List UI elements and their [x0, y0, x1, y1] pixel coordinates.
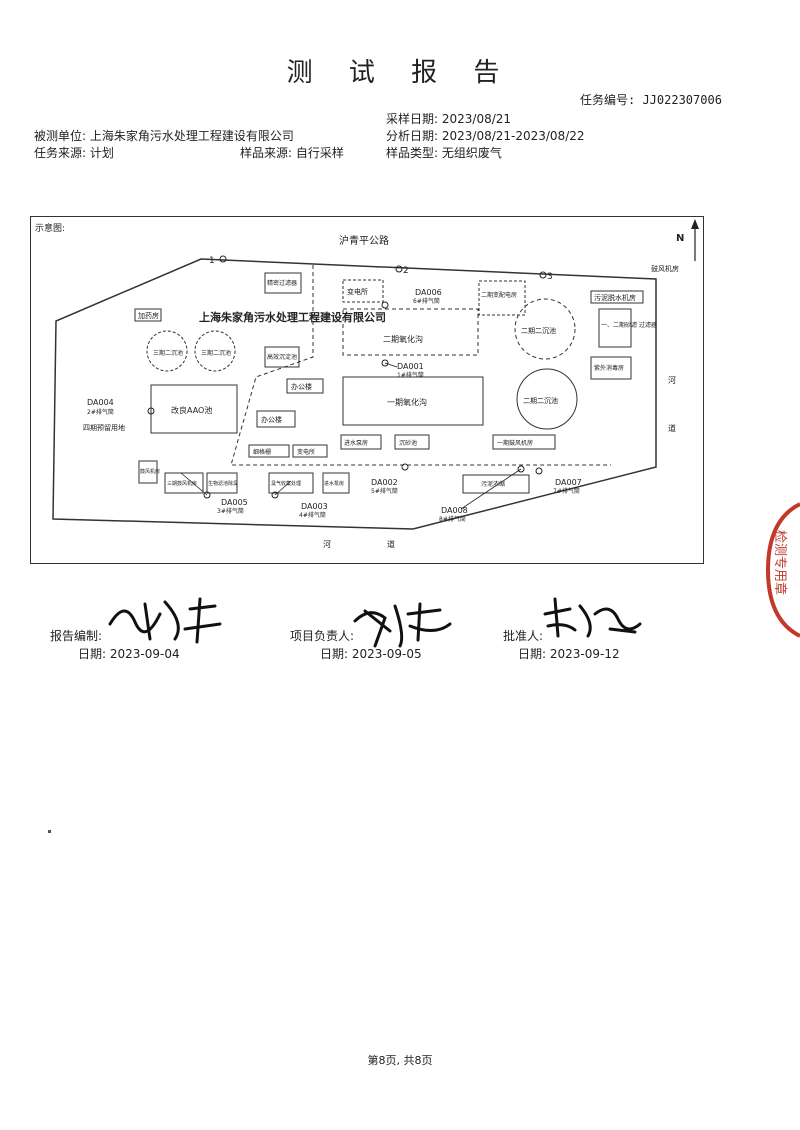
building-substation-mid: 变电所: [297, 448, 315, 456]
building-fan-small: 鼓风机房: [140, 468, 160, 475]
inspection-stamp: 检测专用章: [762, 500, 800, 640]
scan-speck: [48, 830, 51, 833]
sample-da008-desc: 8#排气筒: [439, 515, 466, 523]
report-title: 测 试 报 告: [286, 58, 514, 88]
north-arrow-icon: [691, 219, 699, 261]
building-phase3-fan: 三期鼓风机房: [167, 480, 197, 487]
boundary-point-3: [539, 271, 547, 279]
sample-da004: DA004: [87, 398, 114, 407]
client-unit: 被测单位: 上海朱家角污水处理工程建设有限公司: [34, 129, 294, 143]
building-deodor: 生物滤池除臭: [208, 480, 238, 487]
building-phase1-fan: 一期鼓风机房: [497, 439, 533, 447]
building-phase2-settling-mid: 二期二沉池: [523, 396, 558, 405]
building-sludge-room: 污泥脱水机房: [594, 293, 636, 302]
company-label: 上海朱家角污水处理工程建设有限公司: [199, 310, 386, 324]
building-office-top: 办公楼: [291, 382, 312, 391]
building-chem-room: 加药房: [138, 311, 159, 320]
sample-da008: DA008: [441, 506, 468, 515]
approver-signature: [543, 597, 642, 638]
building-sludge-pond: 污泥浓缩: [481, 480, 505, 488]
sample-type: 样品类型: 无组织废气: [386, 146, 502, 160]
sample-da003: DA003: [301, 502, 328, 511]
manager-date: 日期: 2023-09-05: [320, 647, 422, 661]
phase2-zone: [342, 308, 479, 356]
compiler-signature: [108, 597, 222, 644]
sample-da006: DA006: [415, 288, 442, 297]
river-right-2: 道: [668, 423, 676, 433]
sample-da007: DA007: [555, 478, 582, 487]
river-bottom-2: 道: [387, 539, 395, 549]
building-office-mid: 办公楼: [261, 415, 282, 424]
boundary-point-2: [395, 265, 403, 273]
building-phase1-oxidation: 一期氧化沟: [387, 397, 427, 407]
building-grit-tank: 沉砂池: [399, 439, 417, 447]
sample-da006-desc: 6#排气筒: [413, 297, 440, 305]
building-substation-top: 变电所: [347, 287, 368, 296]
building-fine-screen2: 细格栅: [253, 448, 271, 456]
boundary-point-1: [219, 255, 227, 263]
building-phase2-oxidation: 二期氧化沟: [383, 334, 423, 344]
building-phase2-equip: 二期变配电房: [481, 291, 517, 299]
building-fan-room-top: 鼓风机房: [651, 264, 679, 273]
approver-label: 批准人:: [503, 629, 544, 643]
page-number: 第8页, 共8页: [367, 1054, 433, 1067]
sample-da004-desc: 2#排气筒: [87, 408, 114, 416]
sampling-date: 采样日期: 2023/08/21: [386, 112, 512, 126]
sample-da007-desc: 7#排气筒: [553, 487, 580, 495]
sample-da002: DA002: [371, 478, 398, 487]
building-aao-tank: 改良AAO池: [171, 405, 212, 415]
approver-date: 日期: 2023-09-12: [518, 647, 620, 661]
manager-label: 项目负责人:: [290, 629, 355, 643]
sample-source: 样品来源: 自行采样: [240, 146, 344, 160]
site-map-svg: 示意图: N 沪青平公路 1 2 3 上海朱家角污水处理工程建设有限公司 鼓风机…: [35, 219, 699, 549]
river-bottom-1: 河: [323, 539, 331, 549]
substation-top-zone: [342, 279, 384, 303]
site-boundary: [52, 258, 657, 530]
building-inlet-pump: 进水泵房: [344, 439, 368, 447]
task-number: 任务编号: JJ022307006: [580, 93, 722, 107]
river-right-1: 河: [668, 375, 676, 385]
sample-da002-desc: 5#排气筒: [371, 487, 398, 495]
sample-da001: DA001: [397, 362, 424, 371]
building-phase3-settling-b: 三期二沉池: [201, 349, 231, 357]
point-2-label: 2: [403, 266, 409, 276]
sample-da005-desc: 3#排气筒: [217, 507, 244, 515]
site-map: 示意图: N 沪青平公路 1 2 3 上海朱家角污水处理工程建设有限公司 鼓风机…: [30, 216, 704, 564]
task-source: 任务来源: 计划: [34, 146, 114, 160]
point-3-label: 3: [547, 272, 553, 282]
stamp-text: 检测专用章: [772, 530, 788, 595]
sample-da005: DA005: [221, 498, 248, 507]
building-filter-room: 一、二期砂滤 过滤器: [601, 321, 657, 329]
sample-da003-desc: 4#排气筒: [299, 511, 326, 519]
sample-da001-desc: 1#排气筒: [397, 371, 424, 379]
building-odor-system: 臭气收集处理: [271, 480, 301, 487]
compiler-date: 日期: 2023-09-04: [78, 647, 180, 661]
point-1-label: 1: [209, 256, 215, 266]
map-legend: 示意图:: [35, 222, 65, 234]
building-inlet-pump2: 进水泵房: [324, 480, 344, 487]
building-fine-screen: 精密过滤器: [267, 279, 297, 287]
building-phase2-settling-top: 二期二沉池: [521, 326, 556, 335]
compiler-label: 报告编制:: [50, 629, 103, 643]
north-label: N: [676, 233, 684, 244]
building-phase3-settling-a: 三期二沉池: [153, 349, 183, 357]
building-high-eff-settling: 高效沉淀池: [267, 353, 297, 361]
building-uv-room: 紫外消毒房: [594, 364, 624, 372]
building-phase4-land: 四期预留用地: [83, 423, 125, 432]
phase2-equip-zone: [478, 280, 526, 316]
analysis-date: 分析日期: 2023/08/21-2023/08/22: [386, 129, 585, 143]
road-label: 沪青平公路: [339, 234, 389, 247]
manager-signature: [353, 602, 452, 648]
